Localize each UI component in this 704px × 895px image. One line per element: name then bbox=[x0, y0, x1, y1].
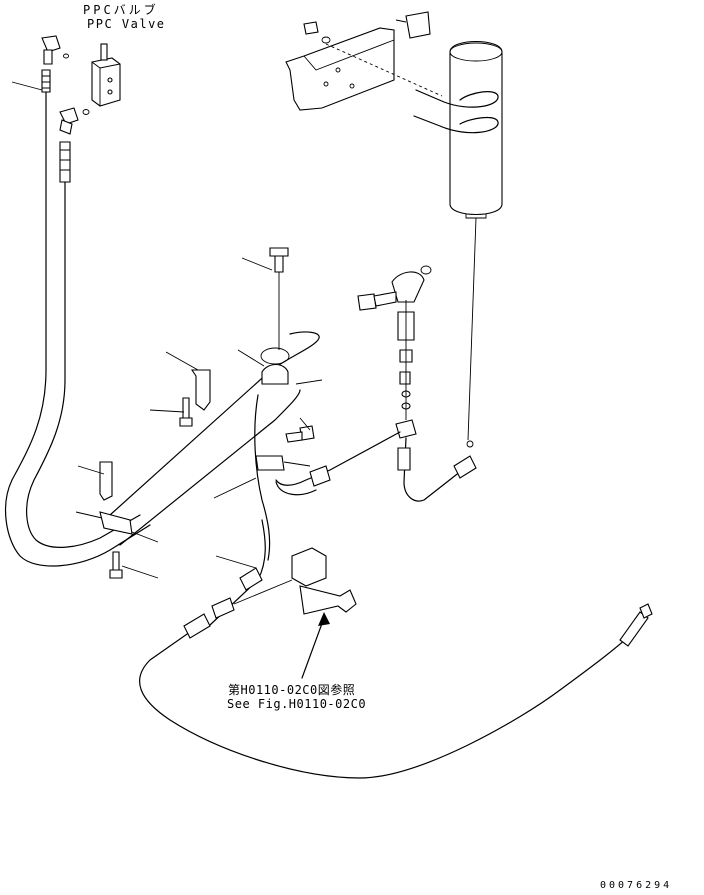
reference-arrow-line bbox=[301, 617, 325, 679]
hose-tee-fitting-left bbox=[309, 465, 331, 487]
figure-reference-en: See Fig.H0110-02C0 bbox=[227, 697, 367, 711]
bracket-upper bbox=[190, 369, 211, 411]
bolt-mid bbox=[285, 425, 315, 443]
cable-long-lower bbox=[139, 625, 641, 779]
figure-reference-jp: 第H0110-02C0図参照 bbox=[228, 683, 356, 697]
bracket-mid-left bbox=[99, 461, 113, 501]
valve-block-reference bbox=[291, 547, 357, 615]
ppc-valve-label-en: PPC Valve bbox=[87, 17, 166, 31]
hose-right-long bbox=[403, 437, 471, 502]
bolt-bracket-top bbox=[395, 11, 431, 39]
ppc-valve-label-jp: PPCバルブ bbox=[83, 3, 159, 17]
hose-end-fitting-right bbox=[59, 141, 71, 183]
accumulator-tank bbox=[449, 41, 503, 219]
drawing-number: 00076294 bbox=[600, 880, 673, 891]
elbow-fitting-top bbox=[41, 35, 69, 65]
cable-end-left bbox=[183, 613, 211, 639]
clamp-lower bbox=[255, 455, 285, 471]
tank-leader-line bbox=[467, 217, 477, 441]
ppc-valve bbox=[91, 43, 121, 107]
leader-line-cable bbox=[233, 579, 293, 605]
clamp-left bbox=[99, 511, 133, 535]
reference-arrow-head bbox=[318, 612, 330, 626]
harness-branch bbox=[254, 394, 271, 561]
accumulator-bracket bbox=[285, 27, 395, 111]
elbow-fitting-lower bbox=[59, 107, 90, 135]
hose-right-fitting-top bbox=[397, 447, 411, 471]
leader-line bbox=[11, 81, 43, 91]
hose-long-inner bbox=[26, 181, 141, 548]
hose-short-loop bbox=[275, 481, 317, 496]
clamp-center bbox=[260, 347, 290, 385]
label-leader-lines bbox=[75, 257, 323, 579]
nut-and-washer bbox=[303, 21, 331, 44]
hose-to-tee bbox=[275, 431, 401, 486]
bolt-elbow bbox=[357, 291, 397, 311]
bolt-left-bracket bbox=[179, 397, 193, 427]
cable-connector bbox=[211, 567, 263, 619]
hose-long-outer bbox=[5, 91, 151, 567]
hose-right-fitting-end bbox=[453, 440, 477, 479]
hose-end-fitting-left bbox=[41, 69, 51, 93]
accumulator-pipe-loop bbox=[413, 89, 499, 134]
harness-lower bbox=[119, 389, 301, 546]
bolt-top-center bbox=[269, 247, 289, 350]
cable-end-right bbox=[619, 603, 653, 647]
bolt-lower-left bbox=[109, 551, 123, 579]
tee-fitting bbox=[395, 419, 417, 439]
elbow-fitting-right bbox=[391, 265, 432, 303]
